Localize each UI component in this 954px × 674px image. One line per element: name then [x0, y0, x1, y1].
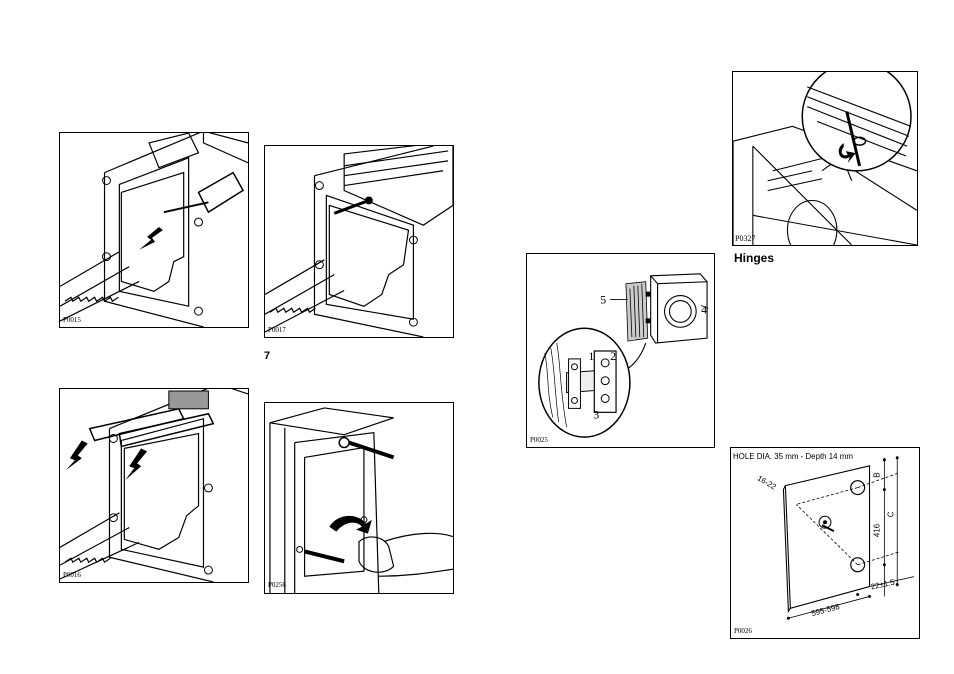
figure-p0017: P0017	[264, 145, 454, 338]
figure-code: P0025	[530, 437, 548, 444]
illustration-screw-fixing	[265, 403, 453, 593]
figure-p0015: P0015	[59, 132, 249, 328]
dim-c: C	[886, 511, 895, 517]
figure-p0025: 5 4 1 2 3 P0025	[526, 253, 715, 448]
dim-side: 22±1.5	[870, 578, 896, 592]
callout-5: 5	[600, 293, 606, 307]
hole-label: HOLE DIA. 35 mm - Depth 14 mm	[733, 452, 853, 461]
illustration-hinge-detail: 5 4 1 2 3	[527, 254, 714, 447]
illustration-door-top-fixing	[733, 72, 917, 245]
figure-p0256: P0256	[264, 402, 454, 594]
figure-code: P0016	[63, 572, 81, 579]
figure-code: P0015	[63, 317, 81, 324]
figure-code: P0327	[735, 235, 755, 243]
illustration-pull-out	[60, 389, 248, 582]
figure-code: P0256	[268, 582, 286, 589]
figure-code: P0026	[734, 628, 752, 635]
callout-1: 1	[588, 349, 594, 363]
illustration-remove-panel	[60, 133, 248, 327]
figure-p0016: P0016	[59, 388, 249, 583]
callout-2: 2	[610, 349, 616, 363]
dim-b: B	[872, 472, 881, 477]
callout-4: 4	[701, 302, 707, 316]
hinges-heading: Hinges	[734, 251, 774, 265]
illustration-hinge-drilling-dimensions: HOLE DIA. 35 mm - Depth 14 mm 16-22 B 41…	[731, 448, 919, 638]
callout-3: 3	[593, 407, 599, 421]
dim-width: 595-598	[810, 602, 841, 618]
figure-p0026: HOLE DIA. 35 mm - Depth 14 mm 16-22 B 41…	[730, 447, 920, 639]
step-number: 7	[264, 350, 270, 362]
illustration-fix-strip	[265, 146, 453, 337]
figure-code: P0017	[268, 327, 286, 334]
dim-top-offset: 16-22	[756, 474, 778, 492]
dim-height: 416	[872, 523, 881, 537]
figure-p0327: P0327	[732, 71, 918, 246]
